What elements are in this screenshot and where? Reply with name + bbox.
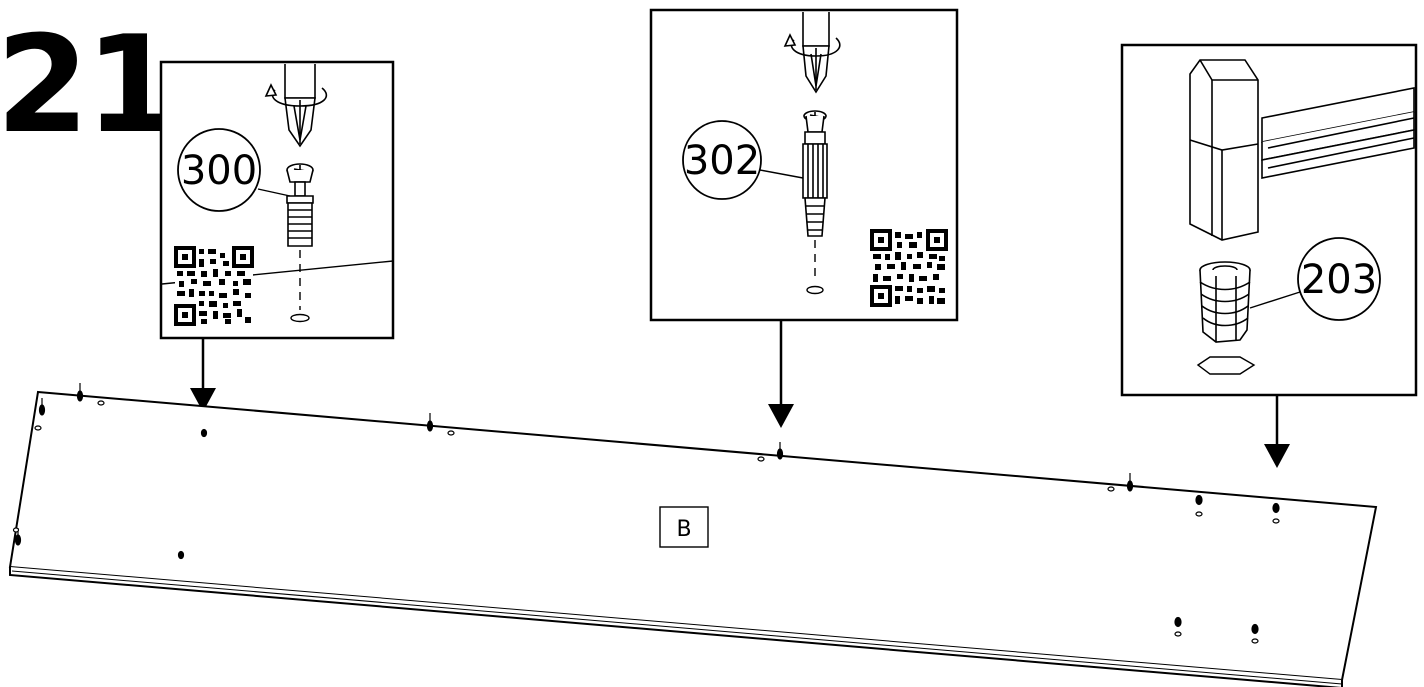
panel-fittings bbox=[14, 383, 1280, 635]
panel-label-box bbox=[659, 506, 709, 548]
arrow-part-300 bbox=[190, 338, 216, 412]
part-callout-203 bbox=[1297, 237, 1381, 321]
leg-icon bbox=[1189, 59, 1415, 241]
dowel-bolt-icon bbox=[802, 110, 828, 237]
inset-part-302: 302 bbox=[649, 8, 959, 322]
insert-nut-icon bbox=[1199, 261, 1251, 343]
qr-code-icon bbox=[870, 229, 948, 307]
arrow-part-203 bbox=[1264, 395, 1290, 468]
screwdriver-icon bbox=[783, 12, 841, 94]
panel-label: B bbox=[676, 517, 691, 542]
cam-bolt-marker bbox=[14, 528, 22, 546]
cam-bolt-marker bbox=[776, 442, 784, 460]
cam-bolt-marker bbox=[1126, 473, 1134, 492]
arrow-part-302 bbox=[768, 320, 794, 428]
step-number: 21 bbox=[0, 7, 178, 163]
inset-part-203: 203 bbox=[1120, 43, 1418, 397]
cam-bolt-marker bbox=[38, 398, 46, 416]
qr-code-icon bbox=[174, 246, 254, 326]
part-number-302: 302 bbox=[684, 138, 760, 184]
part-callout-302 bbox=[682, 120, 762, 200]
cam-bolt-icon bbox=[286, 163, 314, 247]
part-number-300: 300 bbox=[181, 148, 257, 194]
cam-bolt-marker bbox=[76, 383, 84, 402]
screwdriver-icon bbox=[264, 64, 328, 148]
part-callout-300 bbox=[177, 128, 261, 212]
inset-part-300: 300 bbox=[159, 60, 395, 340]
panel-holes bbox=[12, 400, 1280, 644]
cam-bolt-marker bbox=[426, 413, 434, 432]
part-number-203: 203 bbox=[1301, 257, 1377, 303]
